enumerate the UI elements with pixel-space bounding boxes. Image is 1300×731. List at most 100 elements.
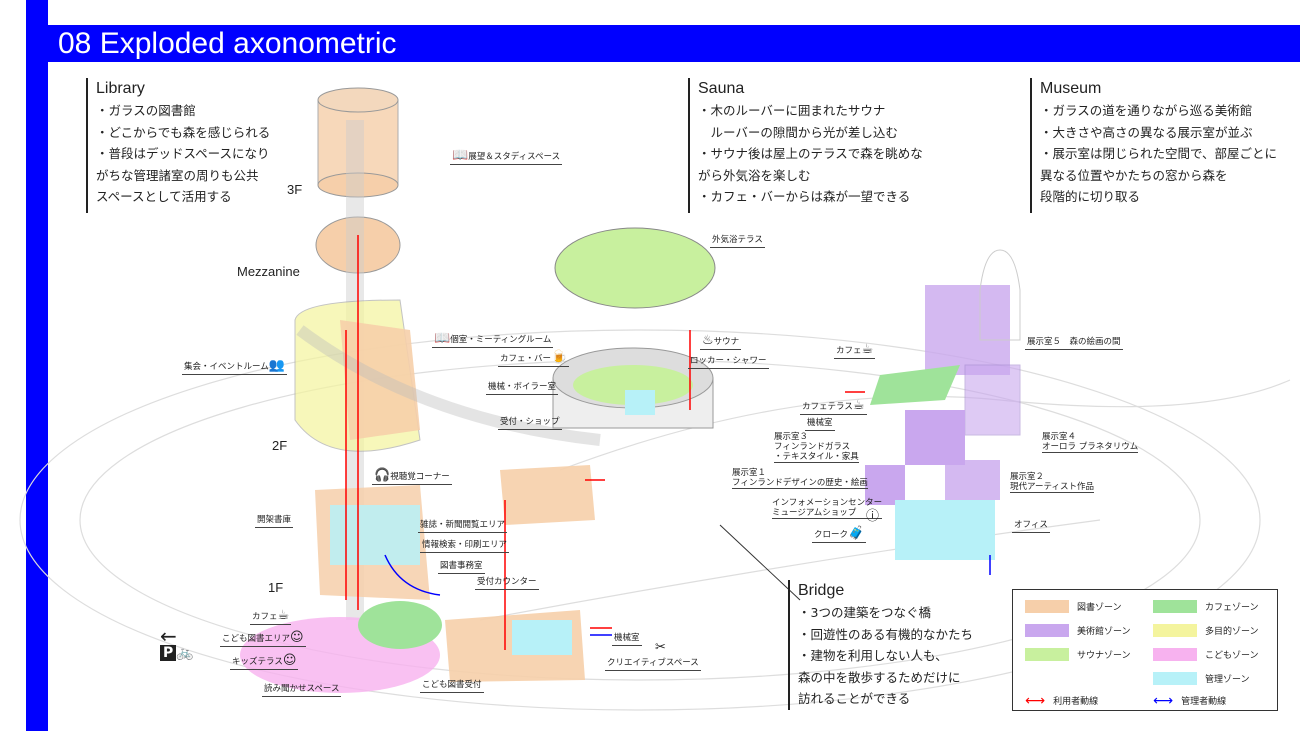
- label-kids-terrace: キッズテラス☺: [230, 653, 299, 670]
- legend-item-museum: 美術館ゾーン: [1025, 624, 1131, 637]
- label-storytelling: 読み聞かせスペース: [262, 684, 342, 697]
- legend-swatch: [1025, 624, 1069, 637]
- label-reception-counter: 受付カウンター: [475, 577, 539, 590]
- library-line: ・どこからでも森を感じられる: [96, 124, 271, 140]
- zone-legend: 図書ゾーン カフェゾーン 美術館ゾーン 多目的ゾーン サウナゾーン こどもゾーン…: [1012, 589, 1278, 711]
- label-info-center: インフォメーションセンターミュージアムショップ: [772, 498, 883, 519]
- craft-tools-icon: ✂: [655, 640, 666, 655]
- people-icon: 👥: [268, 358, 285, 373]
- library-line: ・ガラスの図書館: [96, 103, 196, 118]
- cup-icon: ☕: [852, 398, 865, 413]
- label-cafe-1f: カフェ☕: [250, 608, 292, 625]
- bridge-description: Bridge ・3つの建築をつなぐ橋 ・回遊性のある有機的なかたち ・建物を利用…: [788, 580, 973, 710]
- cup-icon: ☕: [277, 608, 290, 623]
- museum-line: 段階的に切り取る: [1040, 189, 1141, 204]
- label-machine-1f: 機械室: [612, 633, 642, 646]
- library-heading: Library: [96, 80, 145, 97]
- label-exhibit5: 展示室５ 森の絵画の間: [1025, 337, 1123, 350]
- museum-line: 異なる位置やかたちの窓から森を: [1040, 167, 1228, 183]
- legend-swatch: [1153, 624, 1197, 637]
- library-line: スペースとして活用する: [96, 189, 232, 204]
- bridge-line: ・3つの建築をつなぐ橋: [798, 605, 931, 620]
- book-icon: 📖: [452, 148, 469, 163]
- label-office: オフィス: [1012, 520, 1050, 533]
- label-cafe-bar: カフェ・バー🍺: [498, 350, 570, 367]
- label-observation: 📖展望＆スタディスペース: [450, 148, 563, 165]
- flow-arrows: [345, 235, 991, 650]
- legend-item-kids: こどもゾーン: [1153, 648, 1259, 661]
- child-face-icon: ☺: [282, 653, 297, 668]
- floor-1f: 1F: [268, 580, 284, 595]
- museum-line: ・大きさや高さの異なる展示室が並ぶ: [1040, 124, 1253, 140]
- legend-swatch: [1025, 648, 1069, 661]
- museum-heading: Museum: [1040, 80, 1102, 97]
- left-accent-bar: [26, 0, 48, 731]
- headphones-icon: 🎧: [374, 468, 391, 483]
- sauna-line: ・木のルーバーに囲まれたサウナ: [698, 103, 886, 118]
- museum-building: [865, 249, 1021, 560]
- label-library-office: 図書事務室: [438, 561, 485, 574]
- sauna-heading: Sauna: [698, 80, 745, 97]
- label-search-print: 情報検索・印刷エリア: [420, 540, 510, 553]
- sauna-icon: ♨: [702, 333, 714, 348]
- legend-staff-flow: ⟷管理者動線: [1153, 692, 1227, 709]
- legend-swatch: [1153, 648, 1197, 661]
- child-face-icon: ☺: [290, 630, 304, 645]
- sauna-building: [552, 227, 716, 429]
- bridge-line: 訪れることができる: [798, 691, 911, 706]
- label-magazine: 雑誌・新聞閲覧エリア: [418, 520, 508, 533]
- bridge-leader: [719, 524, 801, 601]
- legend-swatch: [1025, 600, 1069, 613]
- cup-icon: ☕: [861, 342, 874, 357]
- library-line: ・普段はデッドスペースになり: [96, 146, 270, 161]
- label-cafe-terrace: カフェテラス☕: [800, 398, 867, 415]
- library-description: Library ・ガラスの図書館 ・どこからでも森を感じられる ・普段はデッドス…: [86, 78, 270, 213]
- label-cloak: クローク🧳: [812, 526, 867, 543]
- label-museum-cafe: カフェ☕: [834, 342, 876, 359]
- museum-line: ・展示室は閉じられた空間で、部屋ごとに: [1040, 146, 1278, 161]
- label-kids-area: こども図書エリア☺: [220, 630, 306, 647]
- book-icon: 📖: [434, 331, 451, 346]
- bridge-heading: Bridge: [798, 582, 845, 599]
- legend-item-cafe: カフェゾーン: [1153, 600, 1259, 613]
- blue-arrow-icon: ⟷: [1153, 692, 1174, 709]
- label-event-room: 集会・イベントルーム👥: [182, 358, 287, 375]
- sauna-line: ・カフェ・バーからは森が一望できる: [698, 189, 911, 204]
- legend-user-flow: ⟷利用者動線: [1025, 692, 1099, 709]
- label-kids-reception: こども図書受付: [420, 680, 484, 693]
- title-bar: [26, 25, 1300, 62]
- arrow-left-icon: ←: [160, 624, 177, 648]
- label-reception-shop: 受付・ショップ: [498, 417, 562, 430]
- legend-swatch: [1153, 672, 1197, 685]
- library-line: がちな管理諸室の周りも公共: [96, 167, 259, 183]
- sauna-line: がら外気浴を楽しむ: [698, 167, 811, 183]
- legend-item-admin: 管理ゾーン: [1153, 672, 1250, 685]
- slide-title: 08 Exploded axonometric: [58, 27, 397, 60]
- sauna-line: ・サウナ後は屋上のテラスで森を眺めな: [698, 146, 923, 161]
- mug-icon: 🍺: [551, 350, 568, 365]
- luggage-icon: 🧳: [848, 526, 865, 541]
- red-arrow-icon: ⟷: [1025, 692, 1046, 709]
- sauna-line: ルーバーの隙間から光が差し込む: [698, 124, 898, 140]
- legend-item-multipurpose: 多目的ゾーン: [1153, 624, 1259, 637]
- museum-line: ・ガラスの道を通りながら巡る美術館: [1040, 103, 1253, 118]
- legend-item-library: 図書ゾーン: [1025, 600, 1122, 613]
- info-icon: ⓘ: [866, 509, 880, 524]
- museum-description: Museum ・ガラスの道を通りながら巡る美術館 ・大きさや高さの異なる展示室が…: [1030, 78, 1277, 213]
- label-creative: クリエイティブスペース: [605, 658, 701, 671]
- bridge-line: ・建物を利用しない人も、: [798, 648, 948, 663]
- parking-bicycle-icon: P🚲: [160, 645, 194, 661]
- label-private-room: 📖個室・ミーティングルーム: [432, 331, 554, 348]
- sauna-description: Sauna ・木のルーバーに囲まれたサウナ ルーバーの隙間から光が差し込む ・サ…: [688, 78, 923, 213]
- floor-2f: 2F: [272, 438, 288, 453]
- floor-3f: 3F: [287, 182, 303, 197]
- bridge-line: 森の中を散歩するためだけに: [798, 669, 961, 685]
- bridge-line: ・回遊性のある有機的なかたち: [798, 626, 974, 642]
- legend-item-sauna: サウナゾーン: [1025, 648, 1131, 661]
- legend-swatch: [1153, 600, 1197, 613]
